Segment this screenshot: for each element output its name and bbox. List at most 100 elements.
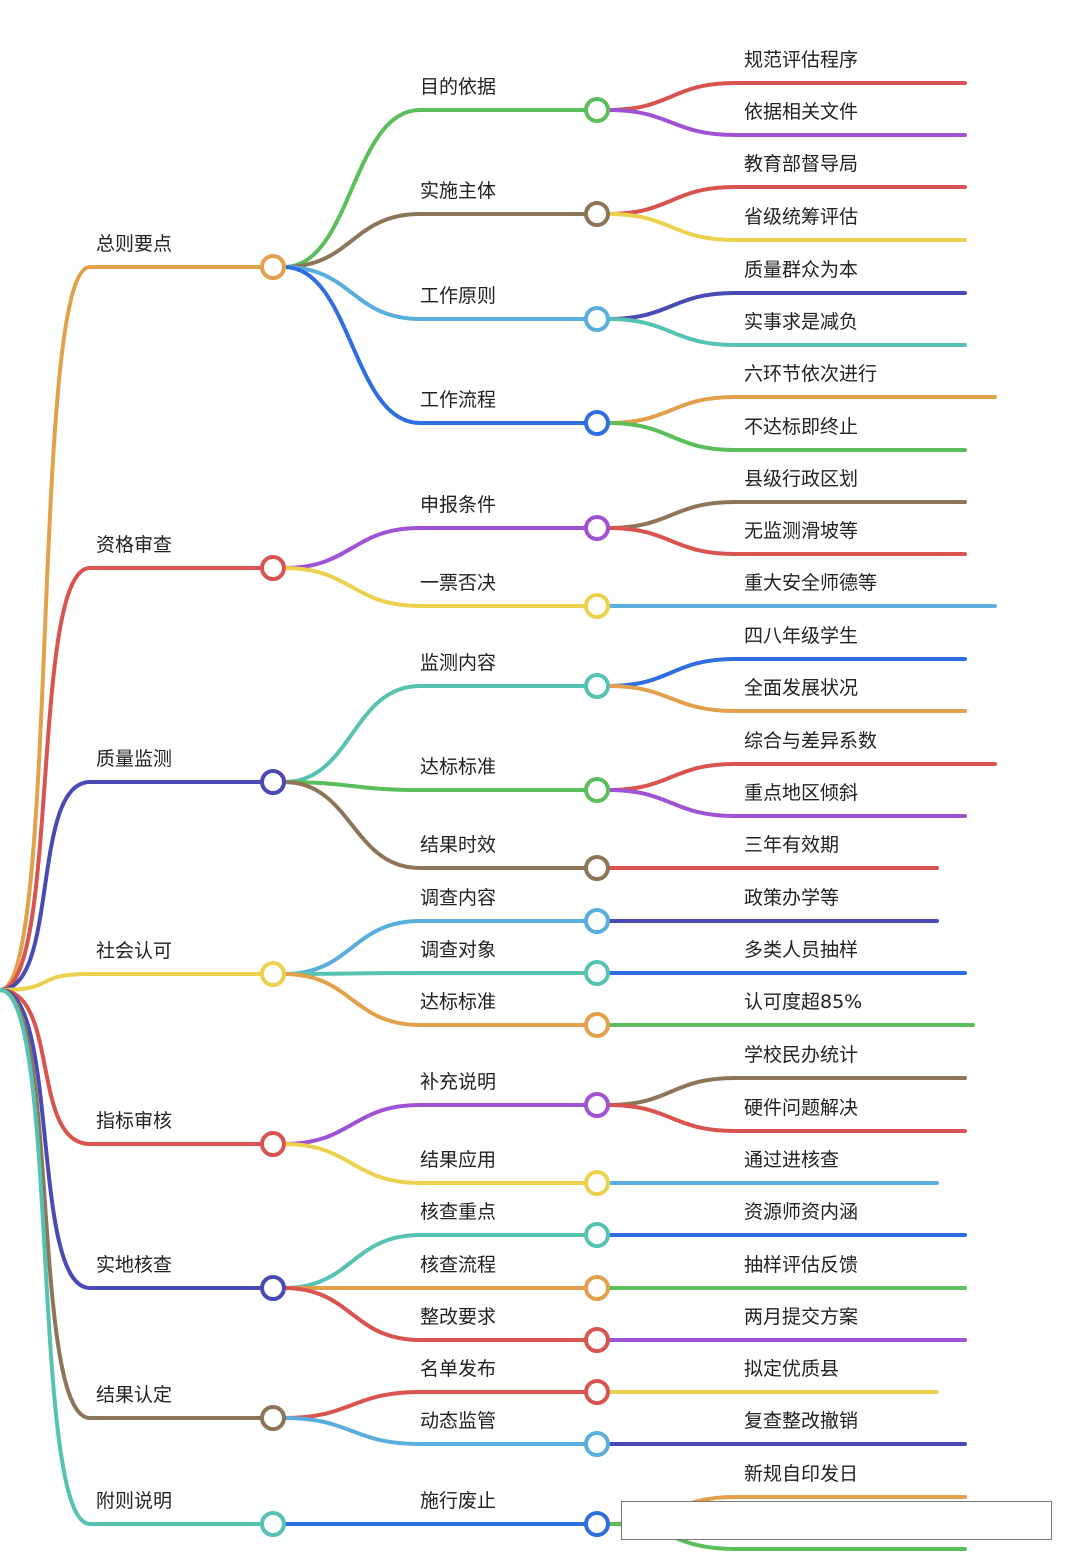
topic-label: 一票否决 [420, 572, 497, 594]
leaf-label: 县级行政区划 [744, 468, 859, 490]
topic-edge [282, 1142, 588, 1185]
leaf-label: 资源师资内涵 [744, 1201, 859, 1223]
topic-node[interactable] [584, 855, 610, 881]
branch-edge [0, 988, 264, 1146]
topic-node[interactable] [584, 97, 610, 123]
topic-label: 补充说明 [420, 1071, 497, 1093]
leaf-label: 两月提交方案 [744, 1306, 859, 1328]
branch-node[interactable] [260, 254, 286, 280]
topic-label: 达标标准 [420, 756, 497, 778]
leaf-label: 教育部督导局 [744, 153, 859, 175]
topic-node[interactable] [584, 515, 610, 541]
topic-node[interactable] [584, 673, 610, 699]
leaf-edge [606, 1076, 967, 1107]
branch-node[interactable] [260, 1405, 286, 1431]
branch-label: 社会认可 [96, 940, 173, 962]
topic-label: 调查内容 [420, 887, 497, 909]
topic-node[interactable] [584, 777, 610, 803]
topic-edge [282, 526, 588, 570]
topic-label: 监测内容 [420, 652, 497, 674]
topic-node[interactable] [584, 1170, 610, 1196]
branch-label: 质量监测 [96, 748, 173, 770]
leaf-label: 硬件问题解决 [744, 1097, 859, 1119]
topic-edge [282, 919, 588, 976]
leaf-label: 依据相关文件 [744, 101, 859, 123]
branch-node[interactable] [260, 1511, 286, 1537]
topic-label: 工作原则 [420, 285, 497, 307]
topic-label: 调查对象 [420, 939, 497, 961]
branch-node[interactable] [260, 961, 286, 987]
leaf-label: 多类人员抽样 [744, 939, 859, 961]
branch-edge [0, 988, 264, 1420]
branch-label: 结果认定 [96, 1384, 173, 1406]
leaf-label: 全面发展状况 [744, 677, 859, 699]
topic-node[interactable] [584, 410, 610, 436]
branch-edge [0, 988, 264, 1526]
topic-node[interactable] [584, 1511, 610, 1537]
topic-node[interactable] [584, 1222, 610, 1248]
leaf-label: 无监测滑坡等 [744, 520, 859, 542]
topic-edge [282, 108, 588, 269]
branch-label: 实地核查 [96, 1254, 173, 1276]
topic-node[interactable] [584, 306, 610, 332]
topic-node[interactable] [584, 960, 610, 986]
leaf-label: 质量群众为本 [744, 259, 859, 281]
topic-label: 工作流程 [420, 389, 497, 411]
branch-edge [0, 780, 264, 992]
leaf-edge [606, 212, 967, 242]
topic-node[interactable] [584, 1327, 610, 1353]
leaf-edge [606, 421, 967, 452]
branch-edge [0, 265, 264, 992]
topic-edge [282, 265, 588, 425]
topic-edge [282, 780, 588, 870]
leaf-label: 实事求是减负 [744, 311, 859, 333]
topic-edge [282, 1103, 588, 1146]
branch-node[interactable] [260, 555, 286, 581]
leaf-edge [606, 81, 967, 112]
leaf-edge [606, 1103, 967, 1133]
topic-node[interactable] [584, 1092, 610, 1118]
topic-node[interactable] [584, 201, 610, 227]
topic-label: 达标标准 [420, 991, 497, 1013]
leaf-label: 三年有效期 [744, 834, 840, 856]
leaf-label: 拟定优质县 [744, 1358, 840, 1380]
topic-edge [282, 566, 588, 608]
branch-node[interactable] [260, 769, 286, 795]
topic-node[interactable] [584, 1379, 610, 1405]
topic-node[interactable] [584, 1275, 610, 1301]
leaf-edge [606, 500, 967, 530]
topic-label: 申报条件 [420, 494, 497, 516]
topic-edge [282, 972, 588, 1027]
leaf-edge [606, 684, 967, 713]
leaf-label: 省级统筹评估 [744, 206, 859, 228]
leaf-edge [606, 185, 967, 216]
branch-label: 资格审查 [96, 534, 173, 556]
topic-label: 施行废止 [420, 1490, 497, 1512]
leaf-label: 认可度超85% [744, 991, 863, 1013]
branch-label: 指标审核 [96, 1110, 173, 1132]
leaf-edge [606, 317, 967, 347]
topic-label: 核查重点 [420, 1201, 497, 1223]
topic-label: 结果应用 [420, 1149, 497, 1171]
topic-edge [282, 684, 588, 784]
topic-node[interactable] [584, 1012, 610, 1038]
topic-label: 整改要求 [420, 1306, 497, 1328]
topic-node[interactable] [584, 593, 610, 619]
topic-label: 名单发布 [420, 1358, 497, 1380]
topic-node[interactable] [584, 1431, 610, 1457]
topic-edge [282, 265, 588, 321]
branch-label: 附则说明 [96, 1490, 173, 1512]
topic-label: 实施主体 [420, 180, 497, 202]
topic-edge [282, 1416, 588, 1446]
leaf-label: 重点地区倾斜 [744, 782, 859, 804]
topic-edge [282, 1390, 588, 1420]
branch-node[interactable] [260, 1275, 286, 1301]
branch-edge [0, 988, 264, 1290]
branch-node[interactable] [260, 1131, 286, 1157]
topic-edge [282, 1233, 588, 1290]
topic-node[interactable] [584, 908, 610, 934]
leaf-edge [606, 108, 967, 137]
leaf-edge [606, 526, 967, 556]
